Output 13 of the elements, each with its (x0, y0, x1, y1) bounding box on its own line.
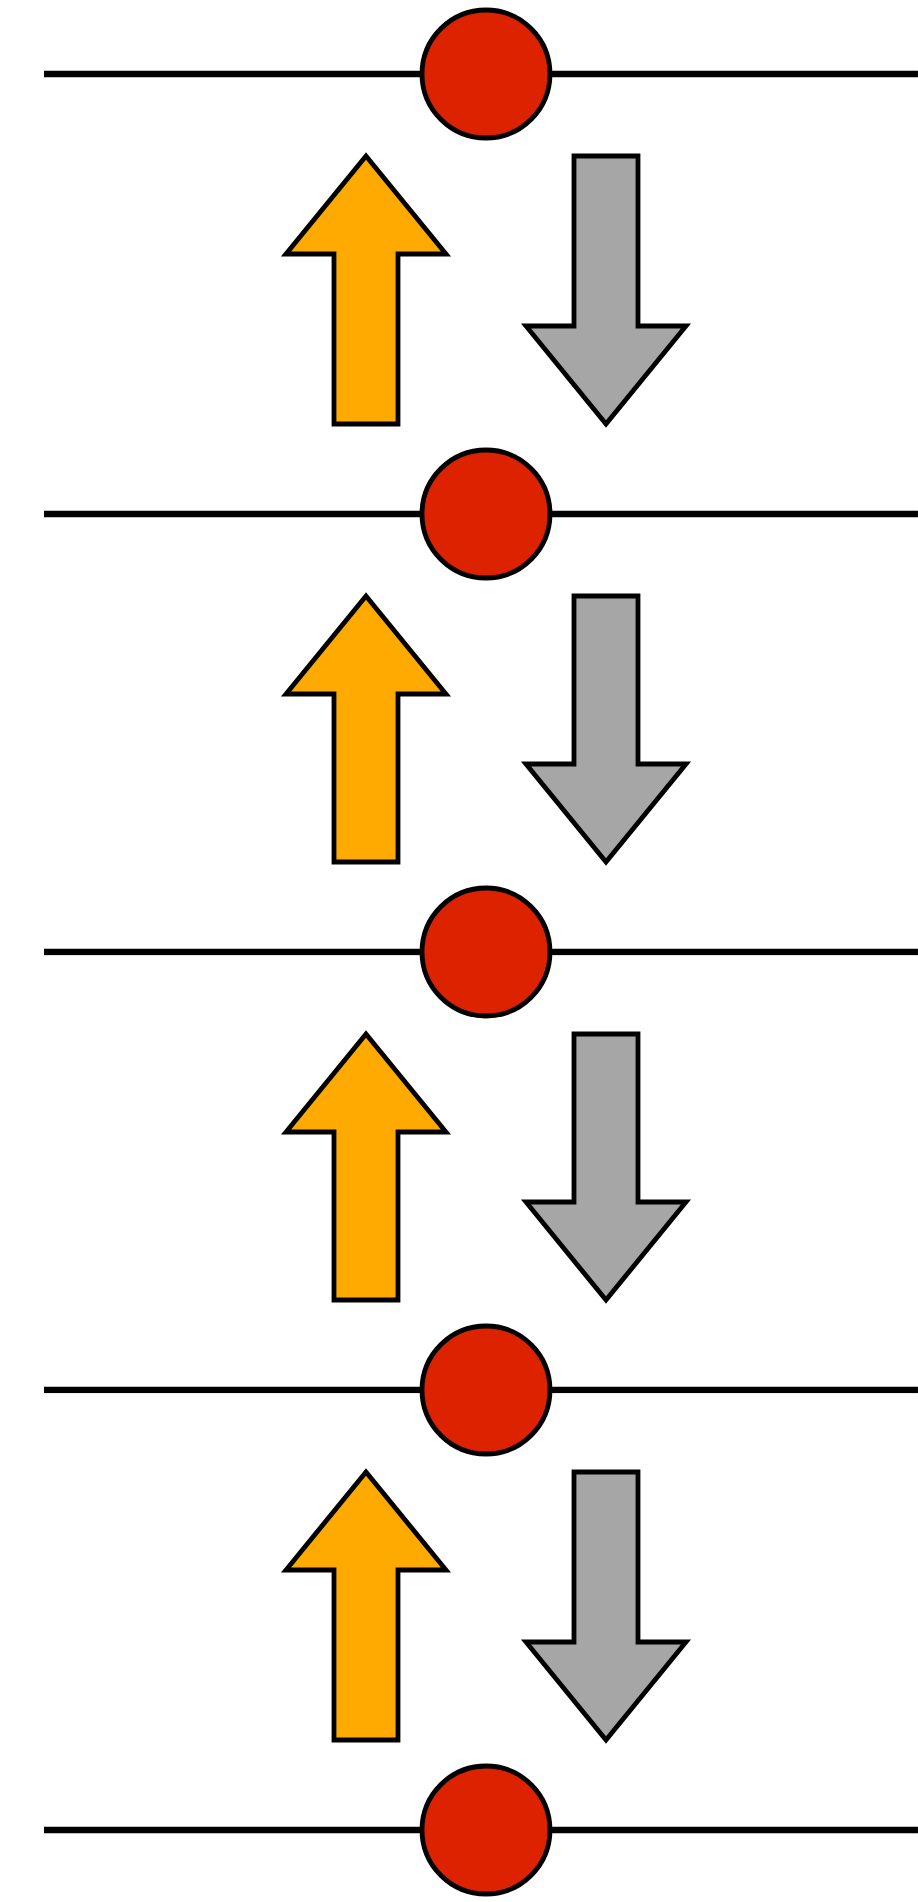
block-arrow (520, 153, 692, 428)
block-arrow (280, 152, 452, 427)
block-arrow (280, 1468, 452, 1743)
block-arrow (520, 1031, 692, 1304)
circle-marker (419, 1323, 553, 1457)
circle-marker (419, 447, 553, 581)
block-arrow (280, 1030, 452, 1303)
circle-marker (419, 885, 553, 1019)
circle-marker (419, 7, 553, 141)
block-arrow (520, 1469, 692, 1744)
block-arrow (280, 592, 452, 865)
block-arrow (520, 593, 692, 866)
circle-marker (419, 1763, 553, 1897)
